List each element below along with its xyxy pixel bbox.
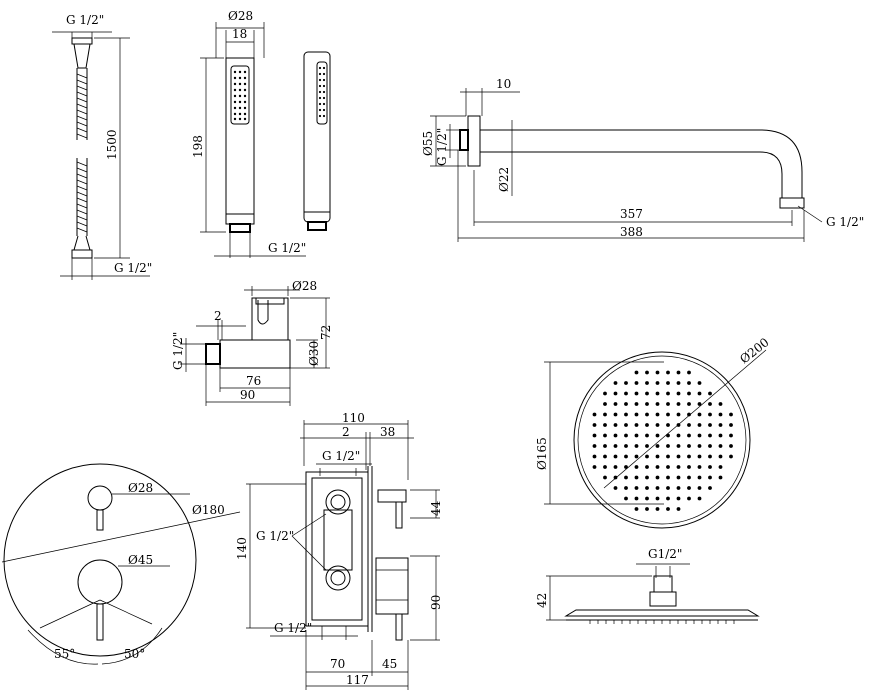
hose-thread-bottom: G 1/2" <box>114 261 152 275</box>
arm-pipe-diameter: Ø22 <box>497 167 511 192</box>
mixer-width: 110 <box>342 411 365 425</box>
plate-angle-right: 50° <box>124 647 145 661</box>
hand-shower-width: 18 <box>232 27 247 41</box>
holder-diameter: Ø28 <box>292 279 317 293</box>
holder-thread: G 1/2" <box>171 332 185 370</box>
holder-length-total: 90 <box>240 388 255 402</box>
hose-view: G 1/2" G 1/2" 1500 <box>52 13 152 280</box>
plate-diameter: Ø180 <box>192 503 225 517</box>
mixer-lower: 90 <box>429 595 443 610</box>
mixer-spacing: 44 <box>429 500 443 516</box>
arm-length-inner: 357 <box>620 207 643 221</box>
rain-head-pattern-diameter: Ø165 <box>535 437 549 470</box>
wall-holder-view: Ø28 2 72 Ø30 G 1/2" 76 90 <box>171 279 333 406</box>
mixer-thread-left: G 1/2" <box>256 529 294 543</box>
cover-plate-view: Ø28 Ø180 Ø45 55° 50° <box>1 463 241 665</box>
mixer-protrusion: 45 <box>382 657 397 671</box>
mixer-body: 70 <box>330 657 345 671</box>
hand-shower-height: 198 <box>191 135 205 158</box>
plate-knob-diameter: Ø45 <box>128 553 153 567</box>
rain-head-side-view: G1/2" 42 <box>535 547 760 624</box>
plate-angle-left: 55° <box>54 647 75 661</box>
hand-shower-front-view: Ø28 18 198 G 1/2" <box>191 9 306 258</box>
mixer-body-view: 110 2 38 G 1/2" 140 G 1/2" 44 <box>235 411 443 690</box>
rain-head-height: 42 <box>535 593 549 608</box>
rain-head-top-view: Ø165 Ø200 <box>535 335 772 529</box>
arm-gap: 10 <box>496 77 511 91</box>
plate-handle-diameter: Ø28 <box>128 481 153 495</box>
arm-length-total: 388 <box>620 225 643 239</box>
rain-head-thread: G1/2" <box>648 547 682 561</box>
arm-thread-left: G 1/2" <box>435 128 449 166</box>
holder-height: 72 <box>319 325 333 340</box>
mixer-depth: 38 <box>380 425 395 439</box>
holder-body-diameter: Ø30 <box>307 341 321 366</box>
hand-shower-side-view <box>303 51 331 231</box>
arm-flange-diameter: Ø55 <box>421 131 435 156</box>
mixer-gap: 2 <box>342 425 350 439</box>
arm-thread-right: G 1/2" <box>826 215 864 229</box>
holder-length-inner: 76 <box>246 374 261 388</box>
holder-offset: 2 <box>214 309 222 323</box>
hose-thread-top: G 1/2" <box>66 13 104 27</box>
hose-length: 1500 <box>105 129 119 160</box>
mixer-thread-top: G 1/2" <box>322 449 360 463</box>
hand-shower-diameter: Ø28 <box>228 9 253 23</box>
rain-head-diameter: Ø200 <box>737 335 771 366</box>
mixer-thread-bottom: G 1/2" <box>274 621 312 635</box>
mixer-total: 117 <box>346 673 369 687</box>
mixer-height: 140 <box>235 537 249 560</box>
shower-arm-view: 10 Ø55 G 1/2" Ø22 357 388 G 1/2" <box>421 77 864 242</box>
hand-shower-thread: G 1/2" <box>268 241 306 255</box>
